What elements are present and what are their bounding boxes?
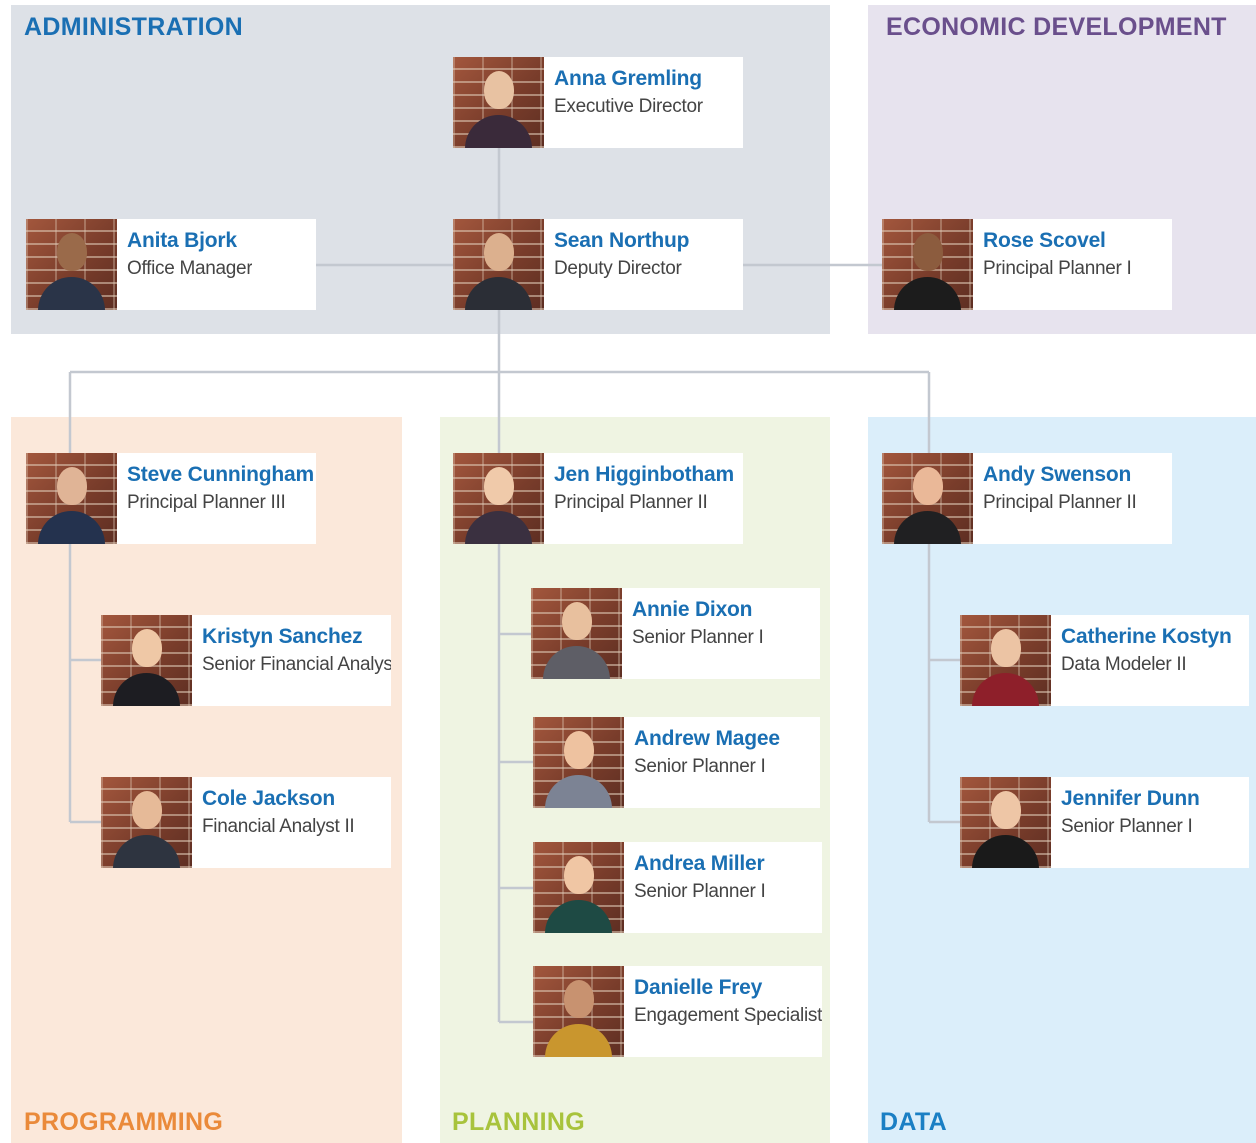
person-name: Andrew Magee	[634, 727, 780, 750]
person-name: Andrea Miller	[634, 852, 765, 875]
person-card-annie-dixon: Annie Dixon Senior Planner I	[531, 588, 820, 679]
avatar	[453, 219, 544, 310]
person-title: Principal Planner II	[554, 492, 708, 513]
avatar	[26, 453, 117, 544]
person-card-andrew-magee: Andrew Magee Senior Planner I	[533, 717, 820, 808]
avatar	[101, 615, 192, 706]
person-title: Senior Financial Analyst	[202, 654, 391, 675]
person-title: Senior Planner I	[1061, 816, 1193, 837]
person-title: Principal Planner I	[983, 258, 1132, 279]
person-name: Cole Jackson	[202, 787, 335, 810]
connector-lines	[68, 148, 960, 1024]
person-card-jennifer-dunn: Jennifer Dunn Senior Planner I	[960, 777, 1249, 868]
person-title: Senior Planner I	[634, 756, 766, 777]
avatar	[453, 453, 544, 544]
person-title: Principal Planner III	[127, 492, 286, 513]
person-name: Jennifer Dunn	[1061, 787, 1200, 810]
avatar	[533, 842, 624, 933]
person-name: Kristyn Sanchez	[202, 625, 363, 648]
administration-label: ADMINISTRATION	[24, 13, 243, 41]
person-card-catherine-kostyn: Catherine Kostyn Data Modeler II	[960, 615, 1249, 706]
person-card-danielle-frey: Danielle Frey Engagement Specialist	[533, 966, 822, 1057]
person-card-jen-higginbotham: Jen Higginbotham Principal Planner II	[453, 453, 743, 544]
person-card-steve-cunningham: Steve Cunningham Principal Planner III	[26, 453, 316, 544]
planning-label: PLANNING	[452, 1108, 585, 1136]
avatar	[882, 453, 973, 544]
person-card-andrea-miller: Andrea Miller Senior Planner I	[533, 842, 822, 933]
person-card-andy-swenson: Andy Swenson Principal Planner II	[882, 453, 1172, 544]
person-card-sean-northup: Sean Northup Deputy Director	[453, 219, 743, 310]
avatar	[960, 777, 1051, 868]
person-name: Anita Bjork	[127, 229, 237, 252]
person-title: Office Manager	[127, 258, 253, 279]
person-card-cole-jackson: Cole Jackson Financial Analyst II	[101, 777, 391, 868]
person-card-rose-scovel: Rose Scovel Principal Planner I	[882, 219, 1172, 310]
person-title: Data Modeler II	[1061, 654, 1187, 675]
person-name: Steve Cunningham	[127, 463, 314, 486]
person-card-anna-gremling: Anna Gremling Executive Director	[453, 57, 743, 148]
person-name: Annie Dixon	[632, 598, 753, 621]
person-title: Deputy Director	[554, 258, 682, 279]
person-title: Executive Director	[554, 96, 703, 117]
avatar	[531, 588, 622, 679]
person-title: Financial Analyst II	[202, 816, 355, 837]
person-title: Principal Planner II	[983, 492, 1137, 513]
person-title: Senior Planner I	[632, 627, 764, 648]
economic-development-label: ECONOMIC DEVELOPMENT	[886, 13, 1227, 41]
avatar	[533, 966, 624, 1057]
person-name: Catherine Kostyn	[1061, 625, 1232, 648]
person-card-anita-bjork: Anita Bjork Office Manager	[26, 219, 316, 310]
person-name: Danielle Frey	[634, 976, 763, 999]
person-title: Engagement Specialist	[634, 1005, 822, 1026]
person-name: Sean Northup	[554, 229, 690, 252]
person-name: Jen Higginbotham	[554, 463, 734, 486]
avatar	[882, 219, 973, 310]
avatar	[453, 57, 544, 148]
person-name: Rose Scovel	[983, 229, 1106, 252]
person-name: Andy Swenson	[983, 463, 1132, 486]
person-title: Senior Planner I	[634, 881, 766, 902]
avatar	[960, 615, 1051, 706]
person-name: Anna Gremling	[554, 67, 702, 90]
programming-label: PROGRAMMING	[24, 1108, 224, 1136]
person-card-kristyn-sanchez: Kristyn Sanchez Senior Financial Analyst	[101, 615, 391, 706]
data-label: DATA	[880, 1108, 947, 1136]
avatar	[26, 219, 117, 310]
avatar	[101, 777, 192, 868]
avatar	[533, 717, 624, 808]
